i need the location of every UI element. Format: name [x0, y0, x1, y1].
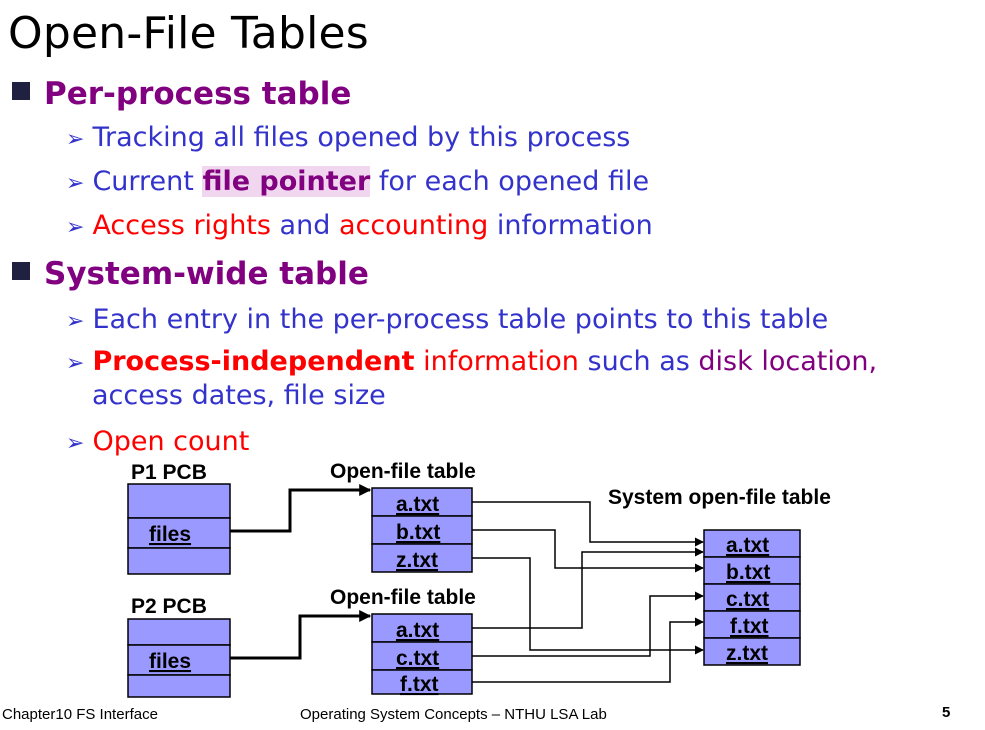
p2-pcb-label: P2 PCB — [131, 595, 207, 618]
bullet-continuation: access dates, file size — [92, 380, 386, 411]
p2-f-to-sys-f-arrow — [472, 617, 704, 683]
arrow-bullet-icon: ➢ — [66, 215, 85, 240]
section-heading-system-wide: System-wide table — [12, 256, 369, 292]
bullet-text: Process-independent — [92, 346, 415, 377]
heading-text: Per-process table — [44, 76, 352, 112]
p1-open-file-table-label: Open-file table — [330, 460, 476, 483]
sys-entry-b: b.txt — [726, 561, 770, 584]
section-heading-per-process: Per-process table — [12, 76, 351, 112]
bullet-file-pointer: ➢ Current file pointer for each opened fi… — [66, 166, 649, 197]
p1-files-pointer-arrow — [230, 484, 372, 533]
bullet-text: Open count — [92, 426, 250, 457]
p2-files-pointer-arrow — [230, 610, 372, 660]
bullet-text: Each entry in the per-process table poin… — [92, 304, 829, 335]
sys-entry-z: z.txt — [726, 642, 768, 665]
footer-chapter: Chapter10 FS Interface — [2, 706, 158, 723]
arrow-bullet-icon: ➢ — [66, 351, 85, 376]
p2-open-file-table — [371, 613, 473, 695]
bullet-text: and — [270, 210, 339, 241]
sys-entry-a: a.txt — [726, 534, 769, 557]
p2-pcb — [127, 618, 231, 698]
p1-z-to-sys-z-arrow — [472, 557, 704, 655]
p1-entry-b: b.txt — [396, 521, 440, 544]
bullet-text: for each opened file — [370, 166, 650, 197]
p2-c-to-sys-c-arrow — [472, 591, 704, 657]
footer-course: Operating System Concepts – NTHU LSA Lab — [300, 706, 607, 723]
arrow-bullet-icon: ➢ — [66, 431, 85, 456]
sys-entry-f: f.txt — [730, 615, 769, 638]
p2-entry-a: a.txt — [396, 619, 439, 642]
p1-entry-a: a.txt — [396, 493, 439, 516]
footer-page-number: 5 — [942, 704, 951, 721]
arrow-bullet-icon: ➢ — [66, 127, 85, 152]
system-open-file-table — [703, 529, 801, 666]
arrow-bullet-icon: ➢ — [66, 171, 85, 196]
p1-open-file-table — [371, 487, 473, 573]
square-bullet-icon — [12, 262, 30, 280]
bullet-text: accounting — [338, 210, 489, 241]
bullet-tracking: ➢ Tracking all files opened by this proce… — [66, 122, 630, 153]
bullet-text: Tracking all files opened by this proces… — [92, 122, 631, 153]
page-title: Open-File Tables — [8, 8, 369, 59]
p1-b-to-sys-b-arrow — [472, 529, 704, 573]
bullet-text: information — [488, 210, 653, 241]
p2-entry-c: c.txt — [396, 647, 439, 670]
bullet-each-entry: ➢ Each entry in the per-process table poi… — [66, 304, 828, 335]
sys-entry-c: c.txt — [726, 588, 769, 611]
arrow-bullet-icon: ➢ — [66, 309, 85, 334]
bullet-open-count: ➢ Open count — [66, 426, 249, 457]
p1-files-cell: files — [149, 523, 191, 546]
bullet-text: such as — [578, 346, 699, 377]
bullet-text: Current — [92, 166, 203, 197]
p2-a-to-sys-a-arrow — [472, 547, 704, 629]
bullet-process-independent: ➢ Process-independent information such as… — [66, 346, 877, 377]
p1-entry-z: z.txt — [396, 549, 438, 572]
p1-pcb-label: P1 PCB — [131, 461, 207, 484]
bullet-text: information — [414, 346, 579, 377]
heading-text: System-wide table — [44, 256, 369, 292]
p2-files-cell: files — [149, 650, 191, 673]
highlight-text: file pointer — [202, 166, 371, 197]
p2-entry-f: f.txt — [400, 673, 439, 696]
system-open-file-table-label: System open-file table — [608, 486, 831, 509]
square-bullet-icon — [12, 82, 30, 100]
bullet-access-rights: ➢ Access rights and accounting informatio… — [66, 210, 653, 241]
p1-pcb — [127, 483, 231, 575]
p1-a-to-sys-a-arrow — [472, 501, 704, 547]
p2-open-file-table-label: Open-file table — [330, 586, 476, 609]
bullet-text: Access rights — [92, 210, 271, 241]
bullet-text: disk location, — [698, 346, 878, 377]
